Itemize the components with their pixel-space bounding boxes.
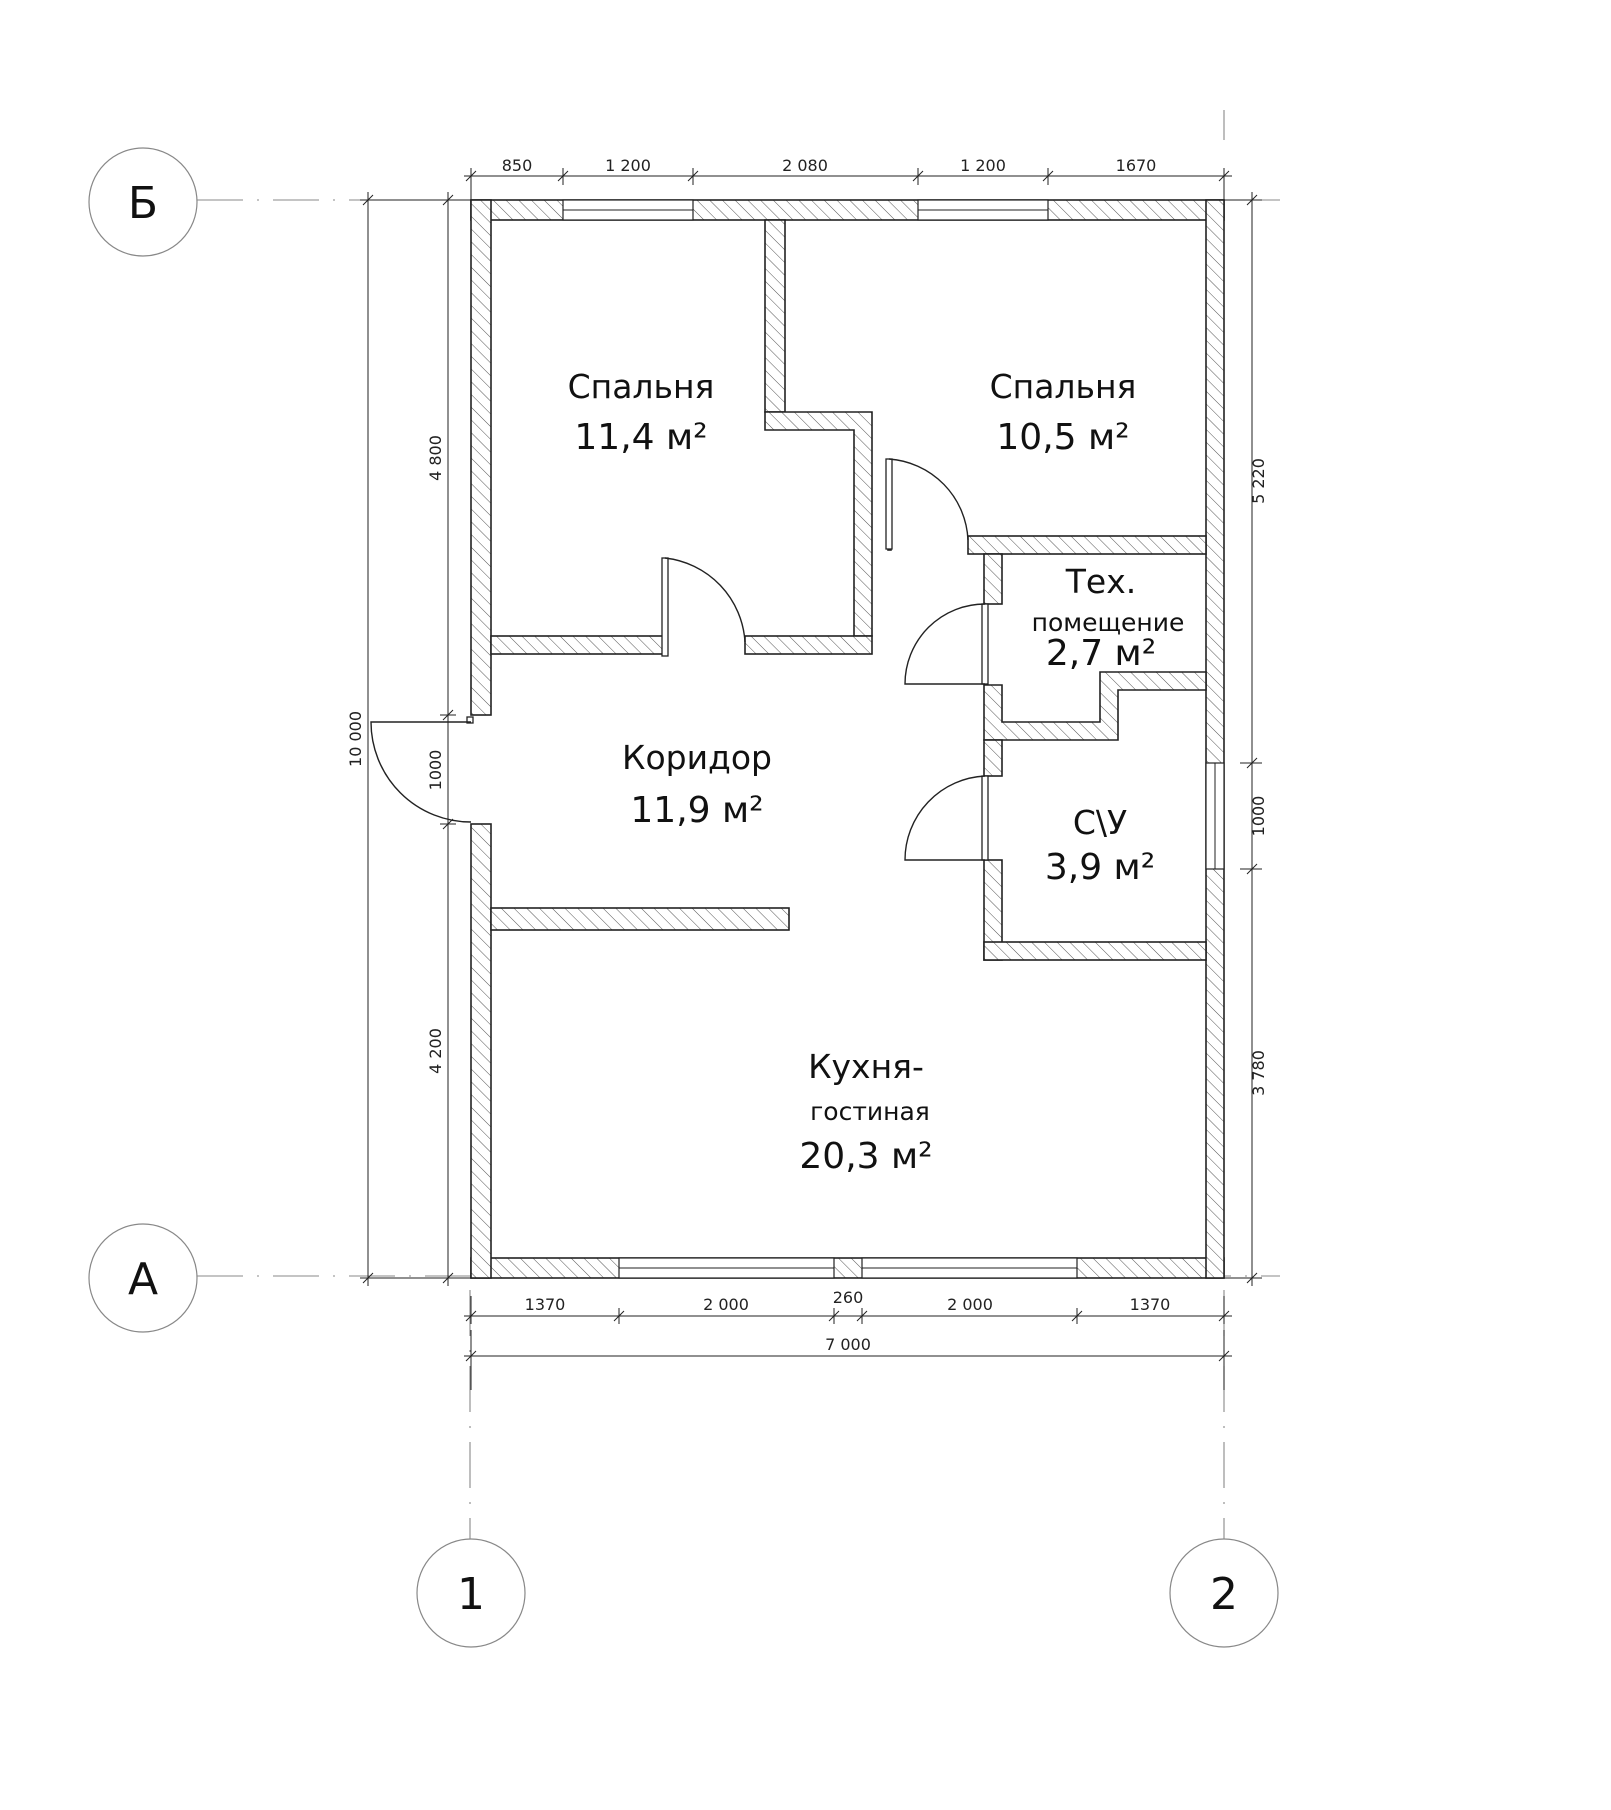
svg-text:2: 2 (1210, 1569, 1238, 1620)
svg-text:1370: 1370 (525, 1295, 566, 1314)
dimension-total-left: 10 000 (346, 192, 440, 1286)
door-bedroom2 (885, 458, 893, 550)
svg-text:гостиная: гостиная (810, 1097, 930, 1126)
wall-bedroom2-bottom (967, 535, 1207, 555)
svg-text:1000: 1000 (1249, 796, 1268, 837)
wall-tech-bottom (983, 671, 1207, 741)
svg-text:Б: Б (128, 178, 158, 229)
svg-text:260: 260 (833, 1288, 864, 1307)
svg-text:850: 850 (502, 156, 533, 175)
svg-text:А: А (128, 1254, 158, 1305)
svg-text:Кухня-: Кухня- (808, 1047, 924, 1086)
door-tech (981, 603, 989, 685)
svg-text:5 220: 5 220 (1249, 458, 1268, 504)
svg-text:1000: 1000 (426, 750, 445, 791)
room-tech: Тех. помещение 2,7 м² (1032, 562, 1185, 674)
svg-text:2 000: 2 000 (703, 1295, 749, 1314)
partition-bedrooms (764, 219, 786, 413)
svg-text:10 000: 10 000 (346, 711, 365, 767)
svg-text:4 200: 4 200 (426, 1028, 445, 1074)
svg-text:20,3 м²: 20,3 м² (799, 1136, 932, 1177)
svg-text:3 780: 3 780 (1249, 1050, 1268, 1096)
svg-text:1 200: 1 200 (605, 156, 651, 175)
wall-corridor-kitchen (490, 907, 790, 931)
svg-text:Тех.: Тех. (1065, 562, 1136, 601)
dimension-chain-bottom: 1370 2 000 260 2 000 1370 (464, 1288, 1232, 1324)
door-bath (981, 775, 989, 861)
axis-bubble-2: 2 (1169, 1538, 1279, 1648)
room-bedroom-2: Спальня 10,5 м² (990, 367, 1137, 458)
wall-bedroom1-bottom-left (490, 635, 664, 655)
svg-text:11,4 м²: 11,4 м² (574, 417, 707, 458)
svg-text:2,7 м²: 2,7 м² (1046, 633, 1156, 674)
svg-text:2 080: 2 080 (782, 156, 828, 175)
partition-bedroom1-right (764, 411, 873, 637)
room-bathroom: С\У 3,9 м² (1045, 803, 1155, 888)
door-entrance-swing (370, 721, 472, 823)
axis-bubble-1: 1 (416, 1538, 526, 1648)
svg-text:1670: 1670 (1116, 156, 1157, 175)
svg-text:11,9 м²: 11,9 м² (630, 790, 763, 831)
axis-bubble-b: Б (88, 147, 198, 257)
door-bedroom1 (661, 557, 669, 657)
svg-text:3,9 м²: 3,9 м² (1045, 847, 1155, 888)
svg-text:Коридор: Коридор (622, 738, 772, 777)
axis-bubble-a: А (88, 1223, 198, 1333)
svg-text:1370: 1370 (1130, 1295, 1171, 1314)
windows (562, 199, 1225, 1279)
svg-text:помещение: помещение (1032, 608, 1185, 637)
svg-text:4 800: 4 800 (426, 435, 445, 481)
dimension-chain-right: 5 220 1000 3 780 (1224, 192, 1268, 1286)
door-entrance (466, 716, 474, 724)
svg-text:1: 1 (457, 1569, 485, 1620)
exterior-wall-right (1205, 199, 1225, 1279)
dimension-total-bottom: 7 000 (464, 1330, 1232, 1390)
wall-bedroom1-bottom-right (744, 635, 873, 655)
wall-tech-left-upper (983, 553, 1003, 605)
svg-text:1 200: 1 200 (960, 156, 1006, 175)
svg-text:10,5 м²: 10,5 м² (996, 417, 1129, 458)
room-kitchen-living: Кухня- гостиная 20,3 м² (799, 1047, 932, 1177)
exterior-wall-left-upper (470, 199, 492, 716)
dimension-chain-top: 850 1 200 2 080 1 200 1670 (464, 156, 1232, 200)
wall-bath-bottom (983, 941, 1207, 961)
dimension-chain-left: 4 800 1000 4 200 (426, 192, 471, 1286)
room-corridor: Коридор 11,9 м² (622, 738, 772, 831)
svg-text:Спальня: Спальня (568, 367, 715, 406)
svg-text:2 000: 2 000 (947, 1295, 993, 1314)
wall-bath-left-upper (983, 739, 1003, 777)
exterior-wall-left-lower (470, 823, 492, 1279)
svg-text:Спальня: Спальня (990, 367, 1137, 406)
exterior-wall-bottom (470, 1257, 1225, 1279)
doors (370, 458, 989, 861)
svg-text:С\У: С\У (1073, 803, 1127, 842)
room-bedroom-1: Спальня 11,4 м² (568, 367, 715, 458)
svg-text:7 000: 7 000 (825, 1335, 871, 1354)
